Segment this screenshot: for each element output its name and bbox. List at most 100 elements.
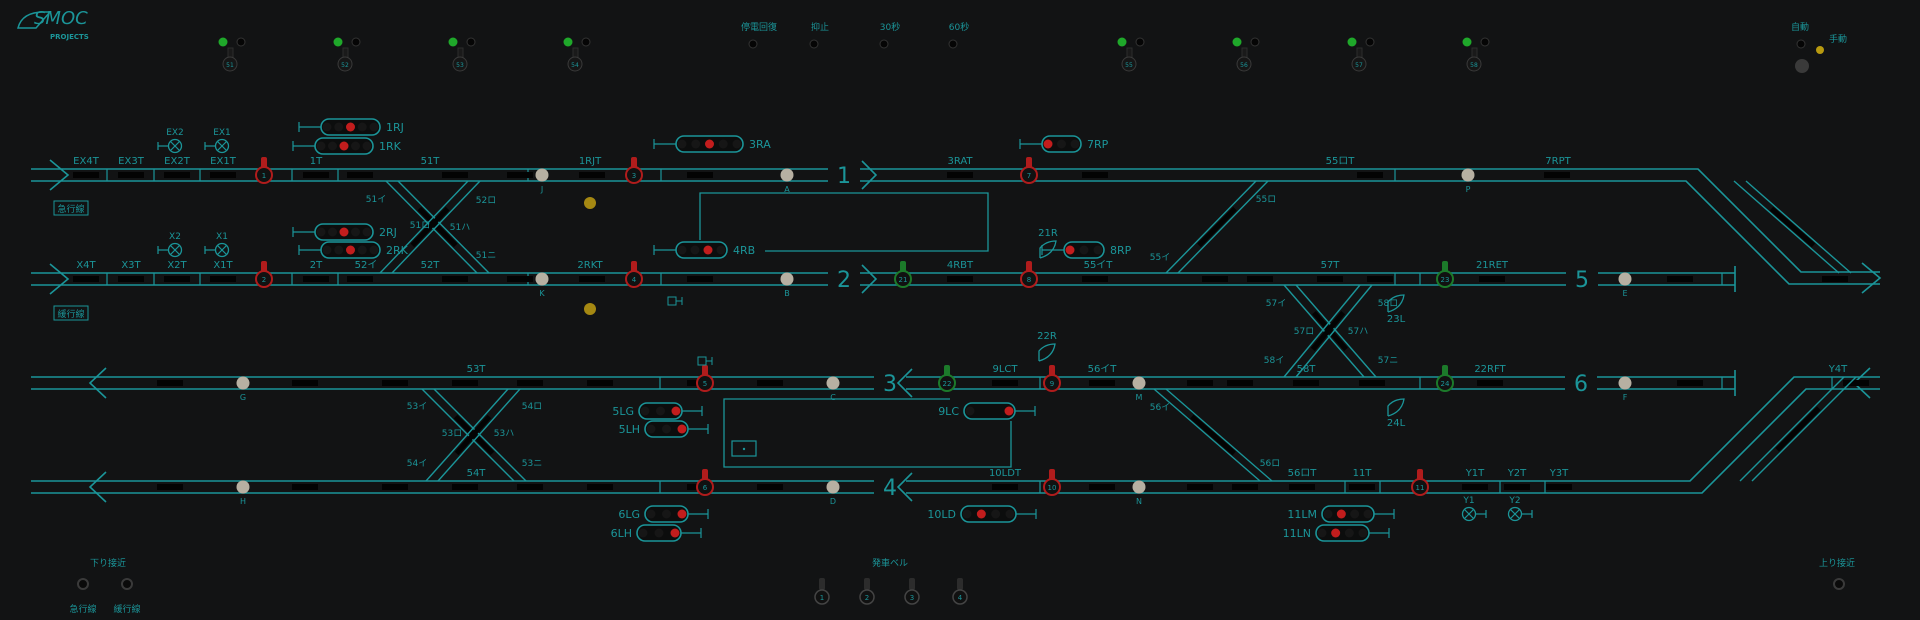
lever-handle[interactable]: [864, 578, 870, 590]
signal-lever-5[interactable]: 5: [696, 365, 714, 392]
lever-handle[interactable]: [1049, 469, 1055, 481]
switch-lever-55[interactable]: 55: [1117, 37, 1145, 72]
track-marker-H[interactable]: H: [236, 480, 250, 507]
marker-button[interactable]: [535, 168, 549, 182]
marker-button[interactable]: [1618, 272, 1632, 286]
lever-knob[interactable]: [625, 270, 643, 288]
marker-button[interactable]: [1132, 480, 1146, 494]
lever-knob[interactable]: [1436, 374, 1454, 392]
push-button[interactable]: [879, 39, 889, 49]
lever-knob[interactable]: [1466, 56, 1482, 72]
signal-lever-10[interactable]: 10: [1043, 469, 1061, 496]
track-marker-C[interactable]: C: [826, 376, 840, 403]
lever-handle[interactable]: [261, 157, 267, 169]
signal-lever-2[interactable]: 2: [255, 261, 273, 288]
lever-knob[interactable]: [567, 56, 583, 72]
marker-button[interactable]: [826, 376, 840, 390]
marker-button[interactable]: [535, 272, 549, 286]
lever-knob[interactable]: [938, 374, 956, 392]
lever-handle[interactable]: [631, 261, 637, 273]
signal-lever-24[interactable]: 24: [1436, 365, 1454, 392]
track-marker-A[interactable]: A: [780, 168, 794, 195]
lever-handle[interactable]: [1026, 157, 1032, 169]
switch-lever-56[interactable]: 56: [1232, 37, 1260, 72]
signal-lever-6[interactable]: 6: [696, 469, 714, 496]
lever-knob[interactable]: [625, 166, 643, 184]
lever-handle[interactable]: [1049, 365, 1055, 377]
signal-lever-9[interactable]: 9: [1043, 365, 1061, 392]
track-marker-G[interactable]: G: [236, 376, 250, 403]
lever-handle[interactable]: [1026, 261, 1032, 273]
lever-knob[interactable]: [1351, 56, 1367, 72]
signal-lever-4[interactable]: 4: [625, 261, 643, 288]
lever-knob[interactable]: [904, 589, 920, 605]
signal-lever-11[interactable]: 11: [1411, 469, 1429, 496]
marker-button[interactable]: [236, 376, 250, 390]
lever-knob[interactable]: [1436, 270, 1454, 288]
lever-handle[interactable]: [909, 578, 915, 590]
marker-button[interactable]: [1132, 376, 1146, 390]
switch-lever-53[interactable]: 53: [448, 37, 476, 72]
push-button[interactable]: [809, 39, 819, 49]
lever-knob[interactable]: [952, 589, 968, 605]
track-marker-M[interactable]: M: [1132, 376, 1146, 403]
switch-lever-51[interactable]: 51: [218, 37, 246, 72]
signal-lever-23[interactable]: 23: [1436, 261, 1454, 288]
track-marker-J[interactable]: J: [535, 168, 549, 195]
signal-lever-21[interactable]: 21: [894, 261, 912, 288]
signal-lever-7[interactable]: 7: [1020, 157, 1038, 184]
signal-lever-1[interactable]: 1: [255, 157, 273, 184]
lever-knob[interactable]: [696, 478, 714, 496]
mode-switch-knob[interactable]: [1795, 59, 1809, 73]
departure-bell-lever-3[interactable]: 3: [904, 578, 920, 605]
lever-knob[interactable]: [1043, 374, 1061, 392]
push-button[interactable]: [948, 39, 958, 49]
track-marker-B[interactable]: B: [780, 272, 794, 299]
lever-handle[interactable]: [1442, 365, 1448, 377]
lever-knob[interactable]: [1043, 478, 1061, 496]
switch-lever-58[interactable]: 58: [1462, 37, 1490, 72]
switch-lever-54[interactable]: 54: [563, 37, 591, 72]
lever-knob[interactable]: [1020, 166, 1038, 184]
lever-handle[interactable]: [900, 261, 906, 273]
marker-button[interactable]: [1618, 376, 1632, 390]
lever-knob[interactable]: [814, 589, 830, 605]
lever-handle[interactable]: [819, 578, 825, 590]
departure-bell-lever-4[interactable]: 4: [952, 578, 968, 605]
departure-bell-lever-1[interactable]: 1: [814, 578, 830, 605]
lever-handle[interactable]: [702, 365, 708, 377]
signal-lever-22[interactable]: 22: [938, 365, 956, 392]
track-marker-P[interactable]: P: [1461, 168, 1475, 195]
lever-knob[interactable]: [859, 589, 875, 605]
lever-knob[interactable]: [222, 56, 238, 72]
signal-lever-3[interactable]: 3: [625, 157, 643, 184]
lever-knob[interactable]: [1411, 478, 1429, 496]
lever-handle[interactable]: [702, 469, 708, 481]
lever-handle[interactable]: [944, 365, 950, 377]
marker-button[interactable]: [780, 272, 794, 286]
lever-knob[interactable]: [1121, 56, 1137, 72]
lever-knob[interactable]: [255, 270, 273, 288]
lever-handle[interactable]: [1417, 469, 1423, 481]
track-marker-D[interactable]: D: [826, 480, 840, 507]
lever-handle[interactable]: [261, 261, 267, 273]
lever-knob[interactable]: [696, 374, 714, 392]
lever-handle[interactable]: [1442, 261, 1448, 273]
switch-lever-52[interactable]: 52: [333, 37, 361, 72]
track-marker-F[interactable]: F: [1618, 376, 1632, 403]
marker-button[interactable]: [236, 480, 250, 494]
lever-handle[interactable]: [957, 578, 963, 590]
signal-lever-8[interactable]: 8: [1020, 261, 1038, 288]
track-marker-K[interactable]: K: [535, 272, 549, 299]
switch-lever-57[interactable]: 57: [1347, 37, 1375, 72]
marker-button[interactable]: [1461, 168, 1475, 182]
lever-knob[interactable]: [337, 56, 353, 72]
lever-knob[interactable]: [1236, 56, 1252, 72]
push-button[interactable]: [748, 39, 758, 49]
lever-knob[interactable]: [894, 270, 912, 288]
track-marker-E[interactable]: E: [1618, 272, 1632, 299]
lever-handle[interactable]: [631, 157, 637, 169]
lever-knob[interactable]: [1020, 270, 1038, 288]
track-marker-N[interactable]: N: [1132, 480, 1146, 507]
marker-button[interactable]: [826, 480, 840, 494]
